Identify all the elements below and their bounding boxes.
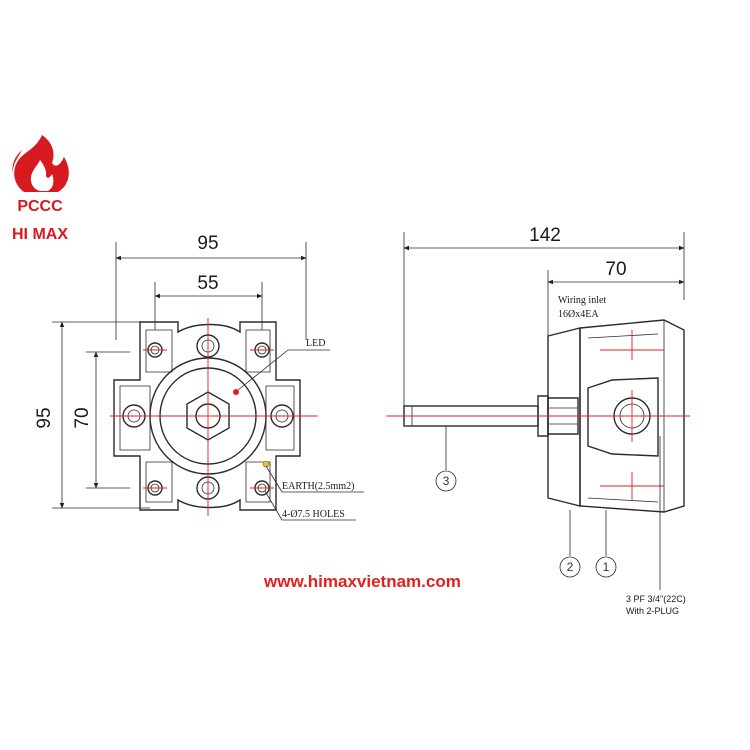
label-wiring-inlet: Wiring inlet xyxy=(558,295,606,306)
housing-rib xyxy=(587,497,659,503)
dim-length-body: 70 xyxy=(605,259,626,280)
logo-line-pccc: PCCC xyxy=(17,198,63,215)
housing-rib xyxy=(587,333,659,339)
website-url: www.himaxvietnam.com xyxy=(263,572,461,591)
label-led: LED xyxy=(306,338,325,349)
callout-3: 3 xyxy=(443,474,450,488)
callout-bubble-1 xyxy=(595,556,617,578)
leader-holes xyxy=(264,490,283,521)
callout-bubble-2 xyxy=(559,556,581,578)
callout-1: 1 xyxy=(603,560,610,574)
dim-length-total: 142 xyxy=(529,225,561,246)
front-view: 95 55 95 70 xyxy=(34,233,364,521)
dim-height-outer: 95 xyxy=(34,407,55,428)
side-view: 142 70 Wiring inlet 16Øx4EA xyxy=(386,225,690,616)
callout-bubble-3 xyxy=(435,470,457,492)
housing-panel xyxy=(145,461,173,503)
company-logo: PCCC HI MAX xyxy=(12,135,69,243)
label-plug: With 2-PLUG xyxy=(626,606,679,616)
label-wiring-spec: 16Øx4EA xyxy=(558,309,599,320)
dim-width-outer: 95 xyxy=(197,233,218,254)
conduit-boss xyxy=(587,377,659,457)
earth-terminal xyxy=(262,460,270,468)
led-indicator xyxy=(233,389,239,395)
base-plate xyxy=(547,327,581,507)
label-conduit: 3 PF 3/4"(22C) xyxy=(626,594,686,604)
dim-height-inner: 70 xyxy=(72,407,93,428)
housing-panel xyxy=(145,329,173,373)
label-earth: EARTH(2.5mm2) xyxy=(282,481,354,492)
leader-led xyxy=(237,349,289,391)
housing-panel xyxy=(265,385,295,451)
logo-line-himax: HI MAX xyxy=(12,226,68,243)
housing-panel xyxy=(245,329,271,373)
flame-icon xyxy=(12,135,69,192)
label-holes: 4-Ø7.5 HOLES xyxy=(282,509,345,520)
housing-panel xyxy=(245,461,271,503)
leader-earth xyxy=(265,465,283,493)
dim-width-inner: 55 xyxy=(197,273,218,294)
housing-panel xyxy=(119,385,151,451)
callout-2: 2 xyxy=(567,560,574,574)
